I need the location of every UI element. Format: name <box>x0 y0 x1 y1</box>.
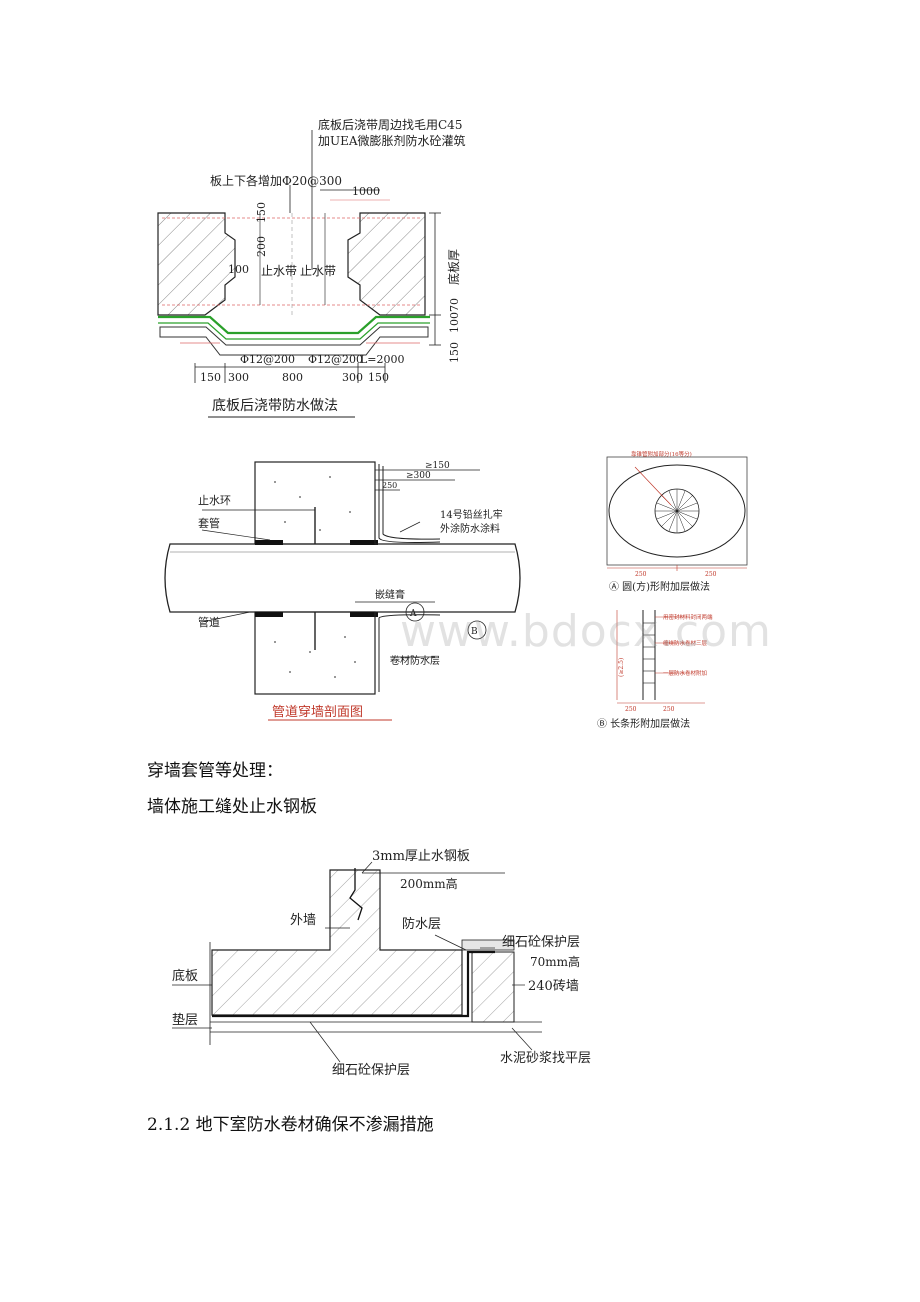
fig2-caption: 管道穿墙剖面图 <box>272 704 363 720</box>
fig2-dim-250: 250 <box>382 481 397 490</box>
fig2-label-sleeve: 套管 <box>198 516 220 530</box>
slab-left <box>157 212 236 316</box>
fig3-side-dim: (≥2.5) <box>618 658 625 677</box>
fig2-label-sealant: 嵌缝膏 <box>375 588 405 601</box>
fig4-outer-wall: 外墙 <box>290 913 316 928</box>
pipe-through-wall-section-figure: ≥150 ≥300 250 止水环 套管 14号铅丝扎牢 外涂防水涂料 嵌缝膏 … <box>164 461 521 721</box>
fig4-plate-label: 3mm厚止水钢板 <box>372 849 470 864</box>
fig1-bar-right: Φ12@200 <box>308 353 363 366</box>
fig1-bar-left: Φ12@200 <box>240 353 295 366</box>
fig3-caption-b: Ⓑ 长条形附加层做法 <box>597 717 690 730</box>
fig3-dim-b1: 250 <box>625 706 637 713</box>
fig2-label-wire-1: 14号铅丝扎牢 <box>440 508 503 521</box>
fig1-rebar-note: 板上下各增加Φ20@300 <box>210 173 342 188</box>
fig1-waterstop-left: 止水带 <box>261 264 297 278</box>
fig3-dim-b2: 250 <box>663 706 675 713</box>
fig1-dim-bottom-0: 150 <box>200 371 221 384</box>
fig1-dim-150-right: 150 <box>448 342 461 363</box>
steel-plate <box>349 868 363 921</box>
fig4-mortar: 水泥砂浆找平层 <box>500 1051 591 1066</box>
fig1-note-line1: 底板后浇带周边找毛用C45 <box>318 117 462 132</box>
fig3-caption-a: Ⓐ 圆(方)形附加层做法 <box>609 580 710 593</box>
fig2-label-pipe: 管道 <box>198 615 220 629</box>
fig1-caption: 底板后浇带防水做法 <box>212 398 338 414</box>
fig4-plate-height: 200mm高 <box>400 876 458 891</box>
fig1-dim-bottom-4: 150 <box>368 371 389 384</box>
fig3-note-2: 缠绕防水卷材三层 <box>663 639 708 647</box>
waterproof-layer <box>158 315 430 335</box>
fig2-callout-b: B <box>471 627 478 637</box>
fig4-protect-layer-bottom: 细石砼保护层 <box>332 1063 410 1078</box>
water-stop-steel-plate-figure: 3mm厚止水钢板 200mm高 外墙 防水层 细石砼保护层 70mm高 底板 2… <box>172 849 591 1078</box>
fig1-dim-100-70: 10070 <box>448 298 461 333</box>
post-pour-strip-detail-figure: 底板后浇带周边找毛用C45 加UEA微膨胀剂防水砼灌筑 板上下各增加Φ20@30… <box>157 117 466 418</box>
fig1-dim-bottom-1: 300 <box>228 371 249 384</box>
fig1-dim-100: 100 <box>228 263 249 276</box>
fig1-dim-bottom-3: 300 <box>342 371 363 384</box>
paragraph-sleeve-treatment: 穿墙套管等处理： <box>147 761 283 781</box>
wall-and-slab <box>211 869 463 1016</box>
fig1-waterstop-right: 止水带 <box>300 264 336 278</box>
fig3-top-note: 靠锥管附加部分(16等分) <box>631 450 692 458</box>
fig4-protect-layer-top: 细石砼保护层 <box>502 935 580 950</box>
pipe-body <box>164 543 521 613</box>
fig4-floor-slab: 底板 <box>172 968 198 984</box>
fig4-cushion: 垫层 <box>172 1012 198 1028</box>
fig2-label-membrane: 卷材防水层 <box>390 654 440 667</box>
fig1-bar-length: L=2000 <box>360 353 405 366</box>
section-heading: 2.1.2 地下室防水卷材确保不渗漏措施 <box>147 1115 434 1135</box>
fig4-waterproof-layer: 防水层 <box>402 916 441 932</box>
fig2-label-water-ring: 止水环 <box>198 494 231 507</box>
paragraph-construction-joint: 墙体施工缝处止水钢板 <box>147 797 317 817</box>
fig3-note-1: 用密封材料封闭两端 <box>663 613 713 621</box>
slab-right <box>347 212 426 316</box>
fig1-note-line2: 加UEA微膨胀剂防水砼灌筑 <box>318 133 466 148</box>
fig1-dim-150-top: 150 <box>255 202 268 223</box>
fig1-dim-bottom-2: 800 <box>282 371 303 384</box>
fig2-label-wire-2: 外涂防水涂料 <box>440 522 500 535</box>
reinforcement-layer-details-figure: 靠锥管附加部分(16等分) 250 250 Ⓐ 圆(方)形附加层做法 (≥2.5… <box>597 450 748 730</box>
fig2-callout-a: A <box>409 609 417 619</box>
fig3-note-3: 一层防水卷材附加 <box>663 669 707 677</box>
fig1-slab-thickness: 底板厚 <box>446 249 461 285</box>
fig3-dim-left: 250 <box>635 571 647 578</box>
fig2-dim-300: ≥300 <box>406 471 431 481</box>
fig4-protect-height: 70mm高 <box>530 954 580 969</box>
fig3-dim-right: 250 <box>705 571 717 578</box>
fig1-dim-1000: 1000 <box>352 185 380 198</box>
fig4-brick-wall: 240砖墙 <box>528 979 579 994</box>
fig1-dim-200: 200 <box>255 236 268 257</box>
fig2-dim-ge150: ≥150 <box>425 461 450 471</box>
